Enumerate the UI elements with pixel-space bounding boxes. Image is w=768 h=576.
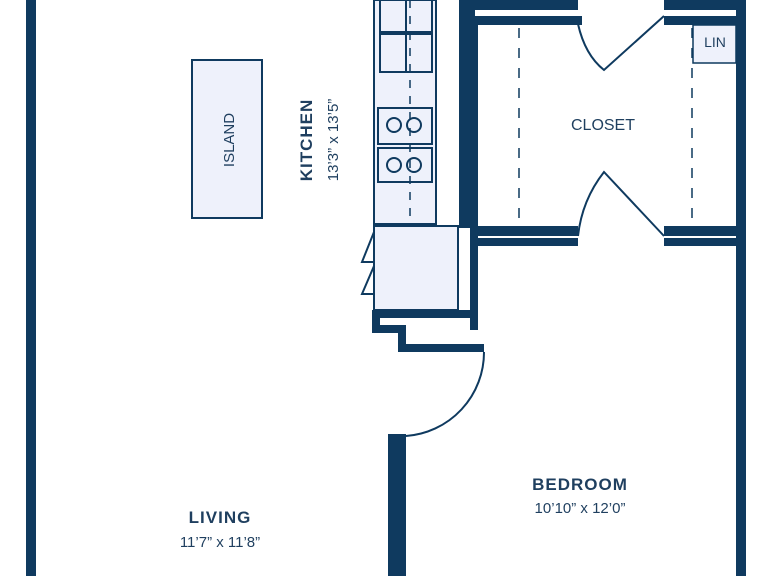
exterior-wall-right [736, 0, 746, 576]
kitchen-dimensions: 13’3” x 13’5” [325, 99, 342, 182]
burner-icon [406, 117, 422, 133]
bedroom-door-swing [405, 351, 486, 437]
wall-notch-top [372, 310, 478, 318]
living-label: LIVING [189, 508, 252, 527]
wall-notch-drop [398, 325, 406, 350]
closet-door-swing-bottom [577, 170, 665, 237]
wall-notch-bottom [372, 325, 406, 333]
closet-top-wall-left [470, 16, 582, 25]
bedroom-top-wall-right [664, 238, 746, 246]
bedroom-left-wall-lower [388, 434, 406, 576]
refrigerator-icon [373, 225, 459, 311]
burner-icon [386, 157, 402, 173]
closet-label: CLOSET [571, 117, 635, 134]
exterior-wall-left [26, 0, 36, 576]
bedroom-label: BEDROOM [532, 475, 628, 494]
island-label: ISLAND [221, 113, 238, 167]
closet-left-wall [470, 16, 478, 240]
closet-top-wall-right [664, 16, 744, 25]
kitchen-fixtures [360, 0, 459, 311]
wall-top-stub-right [664, 0, 740, 10]
kitchen-label: KITCHEN [297, 99, 316, 182]
bedroom-left-wall-upper [470, 238, 478, 330]
bedroom-top-wall-left [470, 238, 578, 246]
linen-label: LIN [704, 34, 726, 50]
bedroom-dimensions: 10’10” x 12’0” [535, 500, 626, 517]
closet-bottom-wall-right [664, 226, 744, 236]
island [191, 59, 263, 219]
wall-door-header [398, 344, 484, 352]
burner-icon [386, 117, 402, 133]
living-dimensions: 11’7” x 11’8” [180, 534, 260, 551]
walls [26, 0, 746, 576]
closet-bottom-wall-left [470, 226, 578, 236]
closet-door-swing-top [577, 15, 665, 72]
wall-top-stub-left [470, 0, 578, 10]
linen-closet [692, 24, 737, 64]
fridge-door-swing [360, 231, 375, 295]
burner-icon [406, 157, 422, 173]
wall-notch-left [372, 310, 380, 330]
closet-details [405, 15, 693, 437]
